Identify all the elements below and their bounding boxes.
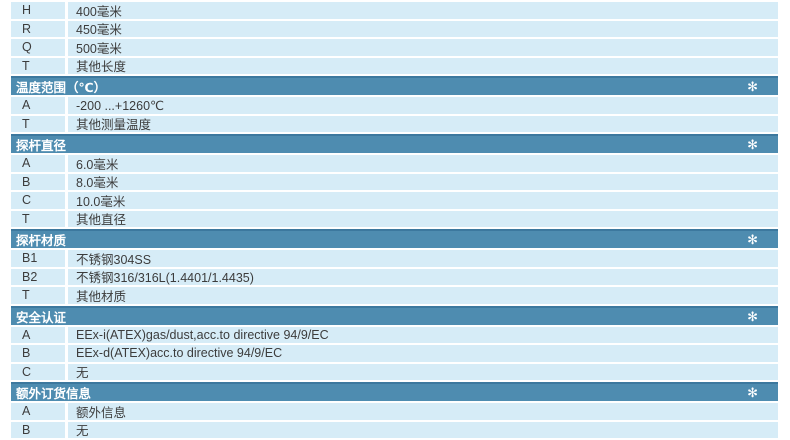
- section-header: 安全认证 ✻: [11, 305, 778, 325]
- option-value-cell: 其他直径: [68, 210, 778, 227]
- option-code-cell: A: [11, 403, 65, 420]
- option-value-cell: 无: [68, 421, 778, 438]
- table-row: Q 500毫米: [11, 39, 778, 56]
- option-code-cell: B1: [11, 250, 65, 267]
- option-code-cell: C: [11, 363, 65, 380]
- table-row: T 其他长度: [11, 57, 778, 74]
- option-value-cell: 6.0毫米: [68, 155, 778, 172]
- snowflake-icon: ✻: [747, 232, 758, 247]
- option-value-cell: 无: [68, 363, 778, 380]
- option-value-cell: 500毫米: [68, 39, 778, 56]
- option-value-cell: 不锈钢304SS: [68, 250, 778, 267]
- option-value-cell: -200 ...+1260℃: [68, 97, 778, 114]
- option-code-cell: T: [11, 57, 65, 74]
- option-value-cell: 其他测量温度: [68, 115, 778, 132]
- section-header: 探杆材质 ✻: [11, 229, 778, 248]
- table-row: B 无: [11, 421, 778, 438]
- section-header: 额外订货信息 ✻: [11, 382, 778, 401]
- table-row: A -200 ...+1260℃: [11, 97, 778, 114]
- section-title: 额外订货信息: [16, 387, 92, 401]
- section-title: 安全认证: [16, 310, 67, 325]
- option-value-cell: EEx-d(ATEX)acc.to directive 94/9/EC: [68, 345, 778, 362]
- table-row: R 450毫米: [11, 20, 778, 37]
- option-code-cell: B: [11, 421, 65, 438]
- option-code-cell: B2: [11, 268, 65, 285]
- option-value-cell: 10.0毫米: [68, 192, 778, 209]
- section-header: 温度范围（℃） ✻: [11, 76, 778, 95]
- table-row: H 400毫米: [11, 2, 778, 19]
- option-code-cell: A: [11, 326, 65, 343]
- option-value-cell: 400毫米: [68, 2, 778, 19]
- option-code-cell: T: [11, 287, 65, 304]
- option-code-cell: H: [11, 2, 65, 19]
- table-row: B EEx-d(ATEX)acc.to directive 94/9/EC: [11, 345, 778, 362]
- table-row: A 额外信息: [11, 403, 778, 420]
- option-value-cell: EEx-i(ATEX)gas/dust,acc.to directive 94/…: [68, 326, 778, 343]
- table-row: A 6.0毫米: [11, 155, 778, 172]
- option-code-cell: B: [11, 345, 65, 362]
- section-title: 温度范围（℃）: [16, 81, 107, 95]
- snowflake-icon: ✻: [747, 79, 758, 94]
- option-code-cell: A: [11, 155, 65, 172]
- option-value-cell: 其他长度: [68, 57, 778, 74]
- table-row: A EEx-i(ATEX)gas/dust,acc.to directive 9…: [11, 326, 778, 343]
- table-row: C 无: [11, 363, 778, 380]
- table-row: T 其他测量温度: [11, 115, 778, 132]
- spec-table: H 400毫米 R 450毫米 Q 500毫米 T 其他长度 温度范围（℃） ✻…: [11, 2, 778, 440]
- option-value-cell: 8.0毫米: [68, 173, 778, 190]
- section-header: 探杆直径 ✻: [11, 134, 778, 153]
- snowflake-icon: ✻: [747, 137, 758, 152]
- table-row: T 其他材质: [11, 287, 778, 304]
- option-code-cell: B: [11, 173, 65, 190]
- table-row: C 10.0毫米: [11, 192, 778, 209]
- snowflake-icon: ✻: [747, 385, 758, 400]
- table-row: B2 不锈钢316/316L(1.4401/1.4435): [11, 268, 778, 285]
- option-code-cell: T: [11, 115, 65, 132]
- option-value-cell: 不锈钢316/316L(1.4401/1.4435): [68, 268, 778, 285]
- section-title: 探杆直径: [16, 139, 67, 153]
- option-value-cell: 450毫米: [68, 20, 778, 37]
- snowflake-icon: ✻: [747, 308, 758, 324]
- table-row: B 8.0毫米: [11, 173, 778, 190]
- option-value-cell: 其他材质: [68, 287, 778, 304]
- option-code-cell: Q: [11, 39, 65, 56]
- section-title: 探杆材质: [16, 234, 67, 248]
- table-row: T 其他直径: [11, 210, 778, 227]
- table-row: B1 不锈钢304SS: [11, 250, 778, 267]
- option-code-cell: R: [11, 20, 65, 37]
- option-value-cell: 额外信息: [68, 403, 778, 420]
- option-code-cell: T: [11, 210, 65, 227]
- option-code-cell: C: [11, 192, 65, 209]
- option-code-cell: A: [11, 97, 65, 114]
